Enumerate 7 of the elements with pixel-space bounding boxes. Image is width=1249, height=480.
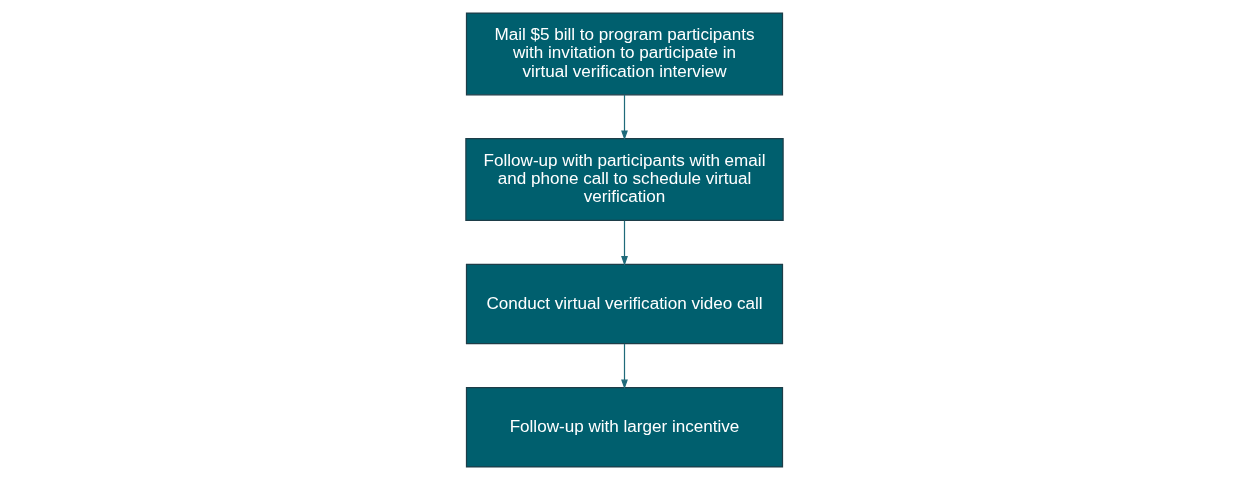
arrow — [621, 94, 628, 141]
node-box: Conduct virtual verification video call — [465, 263, 784, 345]
node-box: Mail $5 bill to program participants with invitation to participate in virtual verification interview — [465, 12, 784, 96]
arrow — [621, 343, 628, 390]
node-box: Follow-up with participants with email and phone call to schedule virtual verification — [465, 138, 784, 222]
node-box: Follow-up with larger incentive — [465, 387, 784, 468]
arrow — [621, 220, 628, 266]
